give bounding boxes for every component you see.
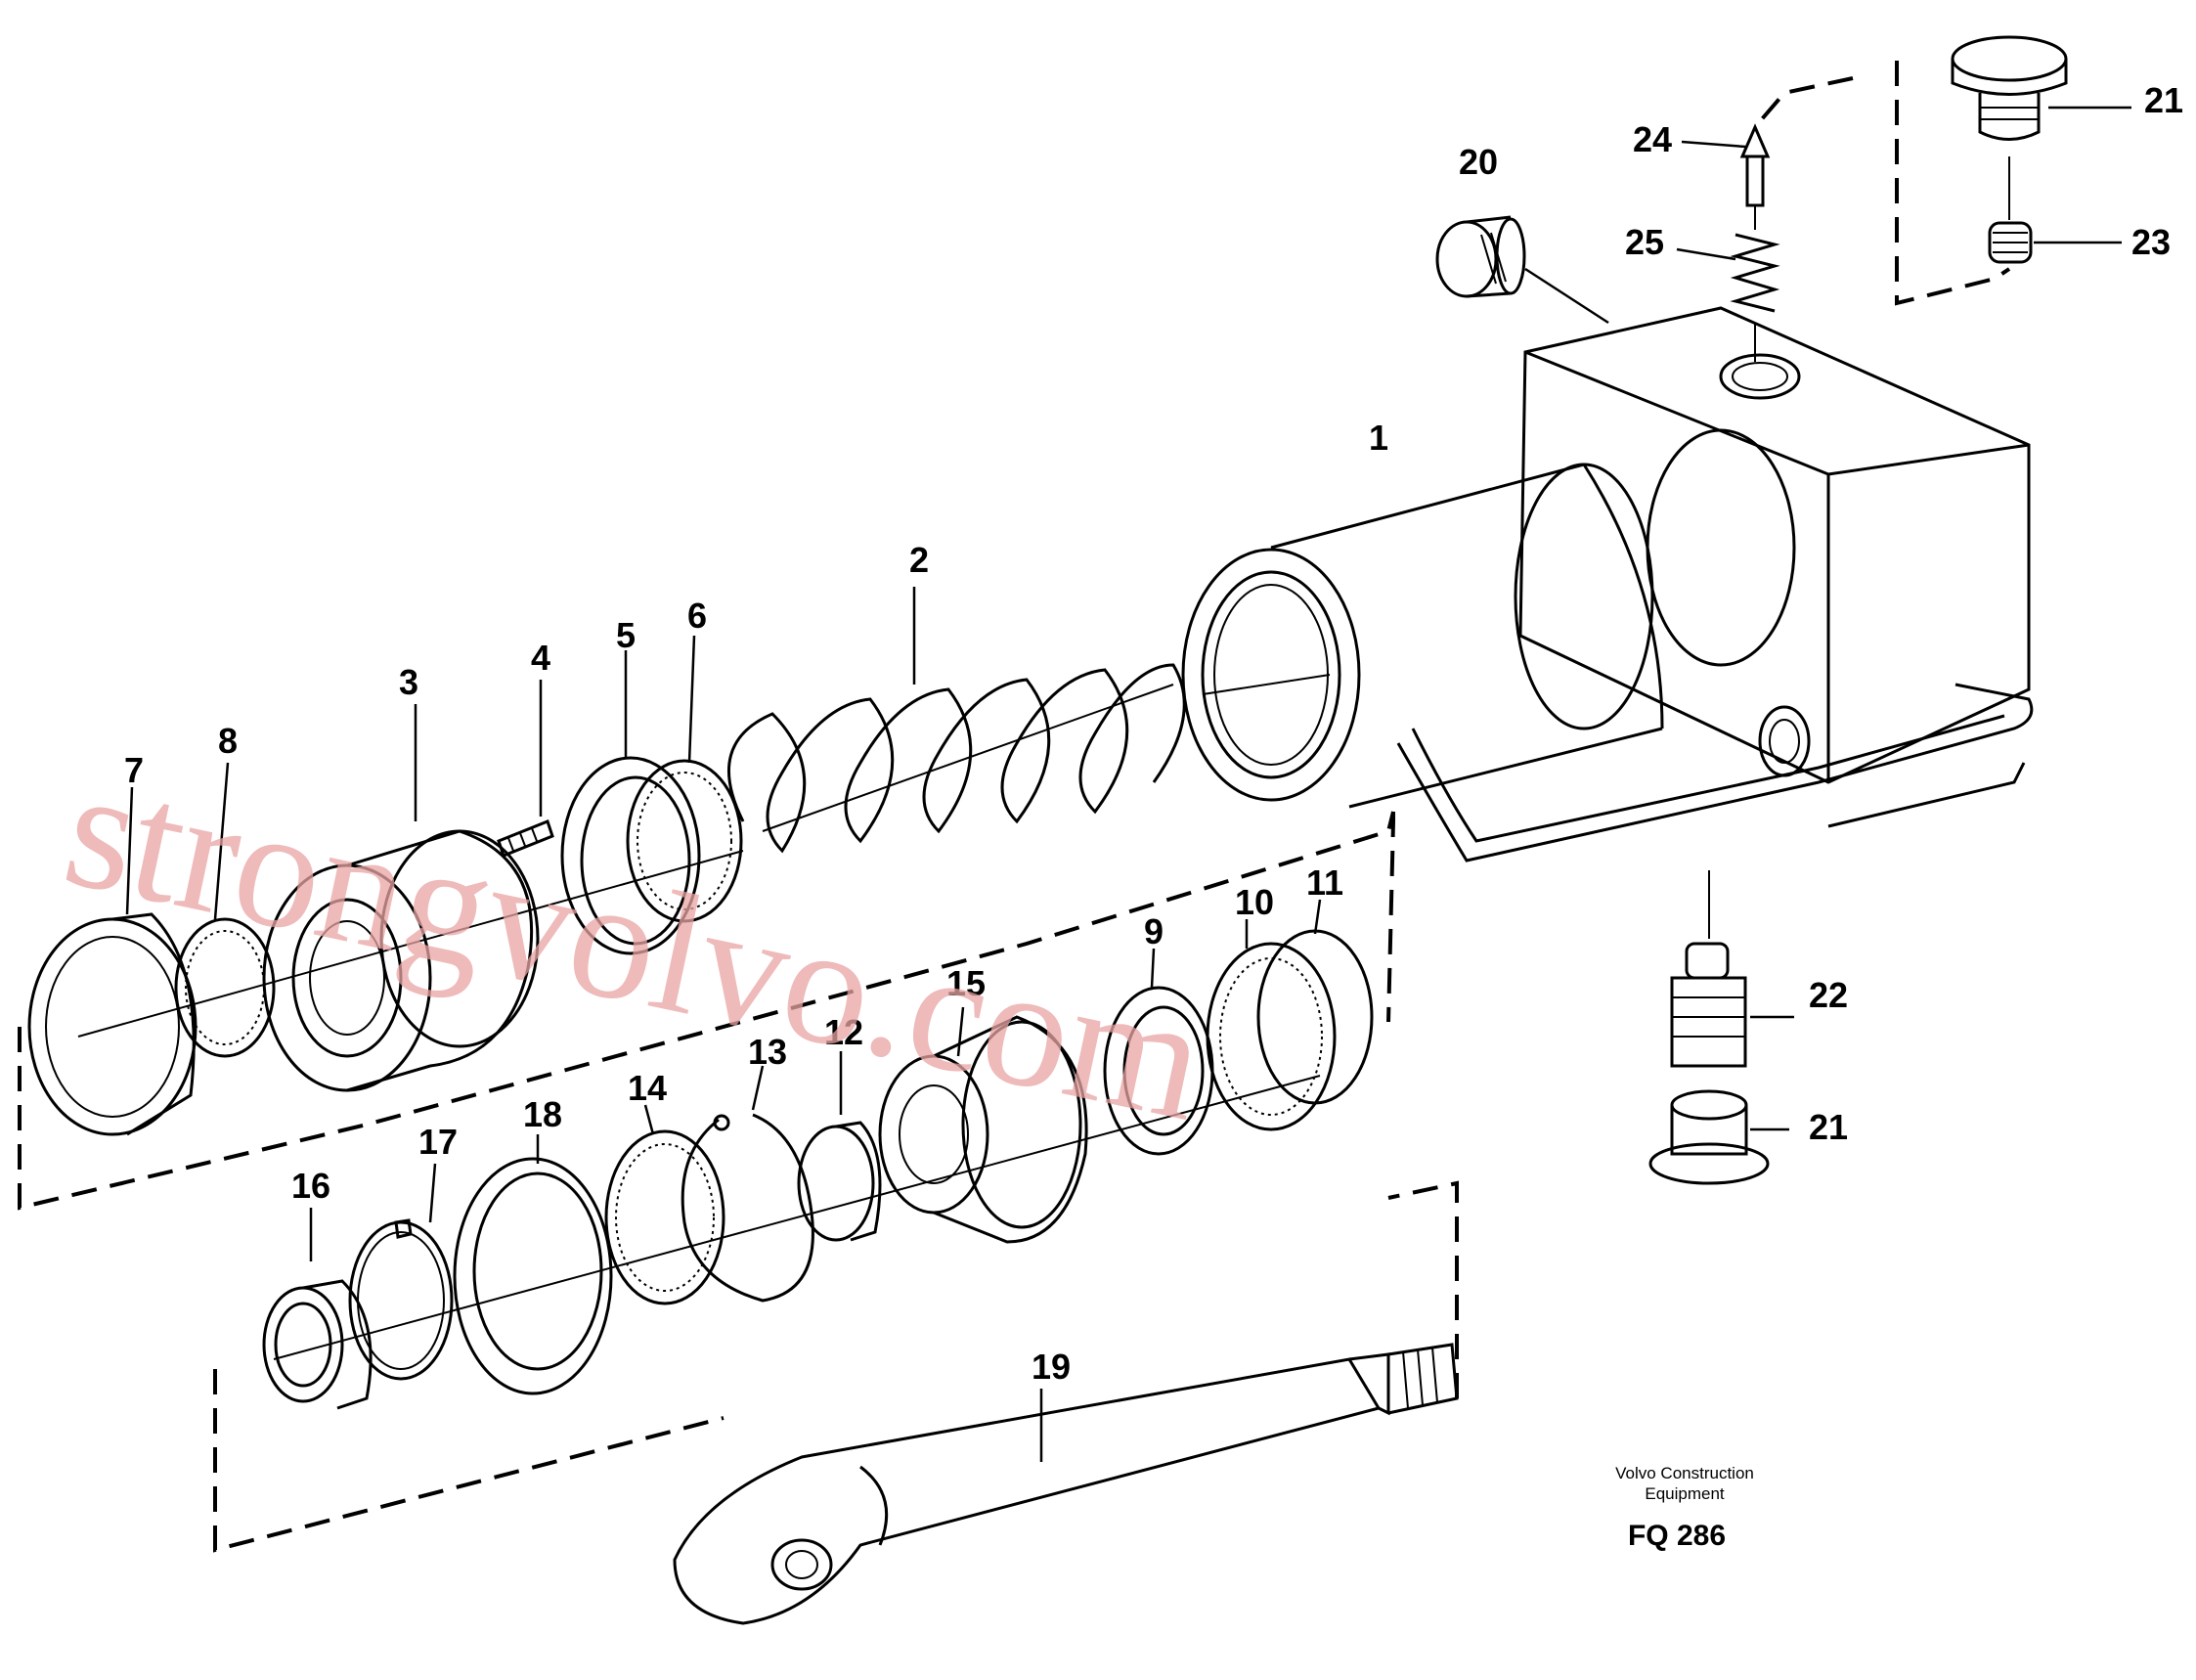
label-17: 17 — [418, 1122, 458, 1162]
axis-line — [77, 850, 744, 1038]
circlip-17 — [348, 1163, 454, 1381]
valve-housing — [1181, 306, 2034, 862]
group-bracket — [18, 61, 2011, 1553]
label-21-bottom: 21 — [1809, 1107, 1848, 1147]
label-1: 1 — [1369, 418, 1388, 458]
label-23: 23 — [2131, 222, 2171, 262]
label-22: 22 — [1809, 975, 1848, 1015]
piston-rod-19 — [673, 1343, 1459, 1625]
label-24: 24 — [1633, 119, 1672, 159]
label-4: 4 — [531, 638, 550, 678]
label-19: 19 — [1032, 1347, 1071, 1387]
spring-ring-13 — [681, 1065, 814, 1303]
label-14: 14 — [628, 1068, 667, 1108]
label-16: 16 — [291, 1166, 330, 1206]
label-8: 8 — [218, 721, 238, 761]
label-15: 15 — [946, 963, 986, 1003]
label-10: 10 — [1235, 882, 1274, 922]
label-7: 7 — [124, 750, 144, 790]
caption-block: Volvo Construction Equipment FQ 286 — [1615, 1464, 1754, 1552]
ring-5 — [560, 650, 701, 955]
label-12: 12 — [824, 1012, 863, 1052]
piston-15 — [878, 1006, 1088, 1244]
label-6: 6 — [687, 596, 707, 636]
ring-12 — [797, 1051, 882, 1242]
figure-code: FQ 286 — [1628, 1520, 1726, 1552]
plug-21-top — [1951, 35, 2131, 141]
wiper-16 — [262, 1208, 373, 1410]
label-2: 2 — [909, 540, 929, 580]
plug-23 — [1988, 156, 2122, 264]
axis-line — [273, 1075, 1321, 1360]
plug-20 — [1435, 215, 1609, 325]
piston-3 — [262, 704, 540, 1092]
plug-21-bottom — [1648, 1089, 1789, 1185]
leader-24 — [1681, 140, 1746, 149]
part-labels: 1 2 3 4 5 6 7 8 9 10 11 12 13 14 15 16 1… — [124, 80, 2183, 1387]
check-valve-22 — [1670, 870, 1794, 1068]
spring-2 — [727, 587, 1186, 854]
seal-10 — [1206, 919, 1337, 1131]
label-11: 11 — [1306, 862, 1343, 903]
label-5: 5 — [616, 615, 636, 655]
leader-25 — [1676, 247, 1736, 261]
caption-line1: Volvo Construction — [1615, 1464, 1754, 1482]
label-25: 25 — [1625, 222, 1664, 262]
ring-8 — [174, 762, 276, 1058]
washer-18 — [453, 1134, 613, 1395]
label-21-top: 21 — [2144, 80, 2183, 120]
label-9: 9 — [1144, 911, 1164, 951]
seal-11 — [1256, 899, 1374, 1105]
seal-14 — [604, 1104, 725, 1305]
caption-line2: Equipment — [1645, 1484, 1725, 1503]
label-18: 18 — [523, 1094, 562, 1134]
label-13: 13 — [748, 1032, 787, 1072]
pin-4 — [497, 680, 554, 858]
label-20: 20 — [1459, 142, 1498, 182]
sleeve-7 — [27, 786, 198, 1136]
pin-24-spring-25 — [1730, 123, 1780, 362]
ring-6 — [626, 635, 743, 923]
label-3: 3 — [399, 662, 418, 702]
